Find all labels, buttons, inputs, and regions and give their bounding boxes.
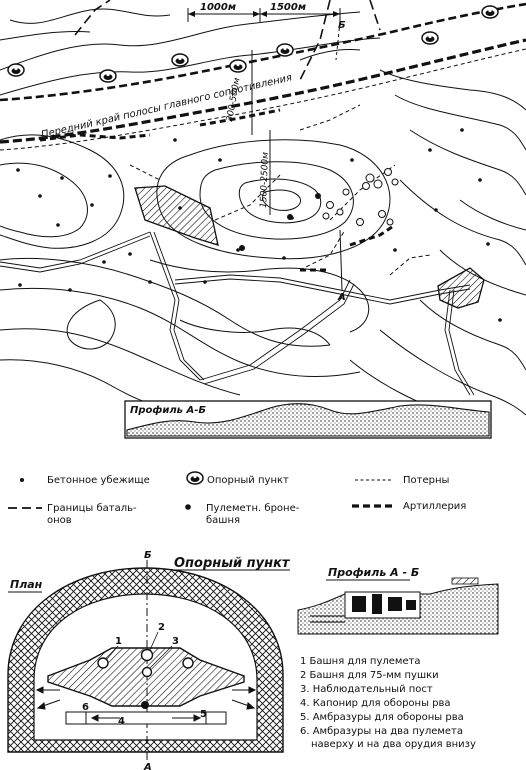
callout-5: 5 [200, 709, 207, 720]
key-item-2: 2 Башня для 75-мм пушки [300, 670, 439, 681]
key-item-4: 4. Капонир для обороны рва [300, 698, 451, 709]
roads [0, 231, 475, 396]
strongpoint-plan: Опорный пункт План Б А 1 [7, 550, 291, 770]
dimension-arrowheads [188, 11, 340, 17]
plan-label-b: Б [144, 550, 152, 561]
key-item-5: 5. Амбразуры для обороны рва [300, 712, 464, 723]
topographic-map: 1000м 1500м Б А Передний край полосы гла… [0, 0, 526, 439]
plan-label-a: А [143, 762, 152, 770]
strongpoint-icon [421, 31, 439, 45]
battalion-borders [74, 0, 381, 81]
front-edge-band [0, 2, 526, 151]
mg-turret-legend-symbol [185, 504, 191, 510]
plan-title: Опорный пункт [174, 556, 291, 571]
profile-title: Профиль А-Б [130, 404, 206, 416]
profile-ab-title: Профиль А - Б [328, 566, 419, 579]
legend: Бетонное убежище Опорный пункт Потерны Г… [8, 471, 466, 526]
key-item-3: 3. Наблюдательный пост [300, 684, 433, 695]
key-item-6: 6. Амбразуры на два пулемета [300, 726, 463, 737]
key-item-6-cont: наверху и на два орудия внизу [311, 739, 476, 750]
strongpoint-icon [171, 53, 189, 67]
firing-arrows [35, 686, 257, 722]
concrete-shelter-dots [16, 128, 502, 322]
depth-300-500-label: 300-500м [225, 77, 243, 123]
observation-post [141, 666, 153, 678]
mg-turret [182, 657, 194, 669]
profile-fort-section [310, 577, 479, 623]
strongpoint-icon [481, 5, 499, 19]
contour-lines [0, 8, 526, 419]
callout-3: 3 [172, 636, 179, 647]
gun-turret [140, 648, 154, 662]
profile-inset: Профиль А-Б [124, 400, 492, 439]
legend-battalion-2: онов [47, 515, 72, 526]
hatched-sector-right [437, 267, 485, 309]
caponier [141, 701, 149, 709]
legend-mg-1: Пулеметн. броне- [206, 503, 300, 514]
legend-strongpoint: Опорный пункт [207, 475, 289, 486]
strongpoint-icon [276, 43, 294, 57]
mg-turret [97, 657, 109, 669]
legend-tunnels: Потерны [403, 475, 449, 486]
dimension-1000m: 1000м [200, 2, 236, 13]
artillery-lines [39, 108, 396, 272]
strongpoint-icon [7, 63, 25, 77]
section-label-b: Б [338, 20, 346, 31]
strongpoint-icon [229, 59, 247, 73]
plan-key: 1 Башня для пулемета 2 Башня для 75-мм п… [300, 656, 476, 750]
section-label-a: А [337, 292, 346, 303]
key-item-1: 1 Башня для пулемета [300, 656, 421, 667]
strongpoint-legend-icon [186, 471, 204, 485]
depth-1500-2500-label: 1500-2500м [259, 152, 271, 208]
legend-mg-2: башня [206, 515, 240, 526]
callout-1: 1 [115, 636, 122, 647]
front-edge-label: Передний край полосы главного сопротивле… [40, 72, 293, 141]
callout-2: 2 [158, 622, 165, 633]
callout-6: 6 [82, 702, 89, 713]
machine-gun-turret-dots [239, 193, 321, 251]
hatched-sector-left [134, 185, 219, 246]
legend-shelter: Бетонное убежище [47, 475, 150, 486]
strongpoint-icon [99, 69, 117, 83]
dimension-1500m: 1500м [270, 2, 306, 13]
legend-battalion-1: Границы баталь- [47, 503, 137, 514]
bunker-cluster [322, 168, 399, 226]
legend-artillery: Артиллерия [403, 501, 466, 512]
callout-4: 4 [118, 716, 125, 727]
profile-ab-detail: Профиль А - Б [296, 566, 499, 635]
plan-label: План [10, 578, 43, 591]
shelter-symbol [20, 478, 24, 482]
